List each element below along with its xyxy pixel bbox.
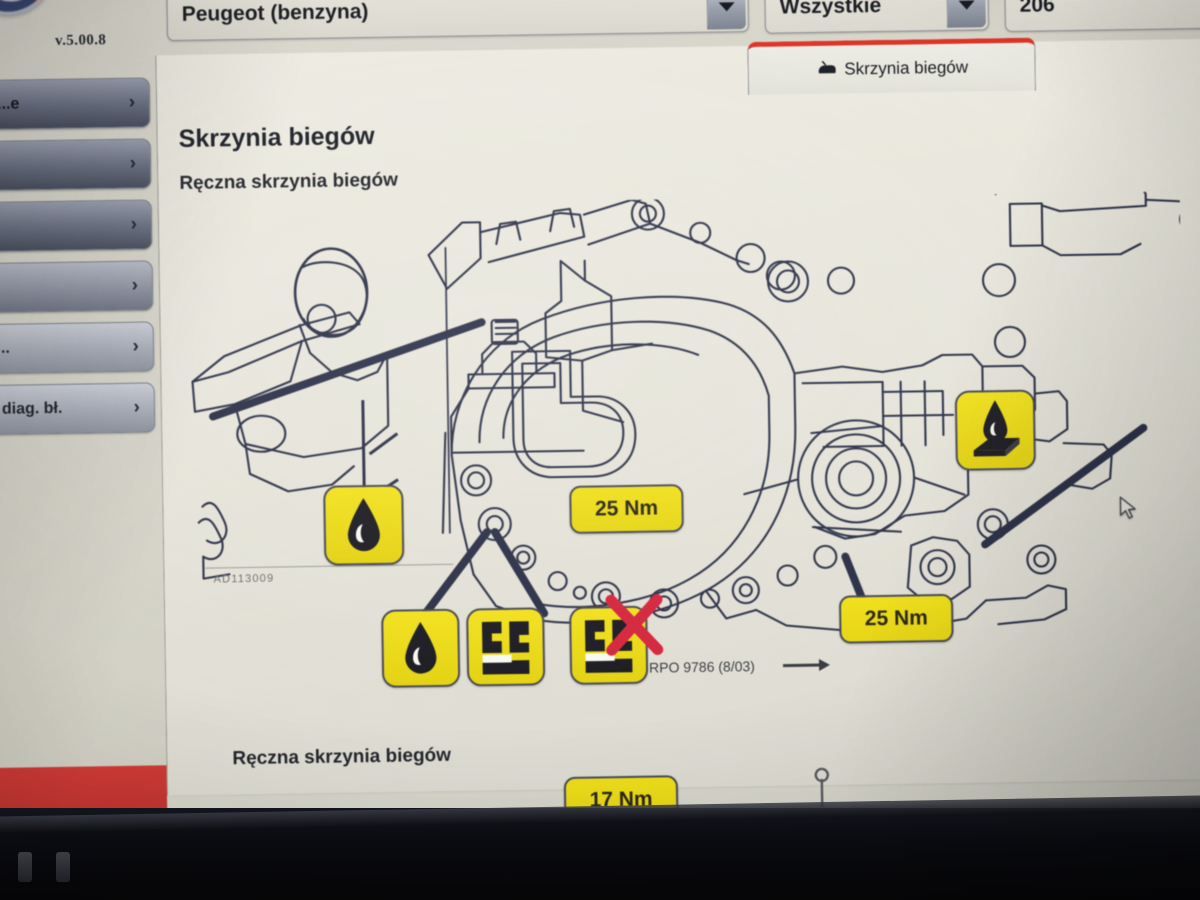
torque-badge-25nm-center: 25 Nm xyxy=(569,484,684,534)
oil-drop-tile-bottom xyxy=(381,608,461,688)
chevron-right-icon: › xyxy=(132,335,140,357)
oil-drop-icon xyxy=(347,498,380,552)
drawing-id-label: AD113009 xyxy=(213,572,275,586)
chevron-right-icon: › xyxy=(131,274,139,296)
oil-drop-on-surface-icon xyxy=(973,400,1020,457)
oil-drop-icon xyxy=(405,621,437,674)
monitor-screen: v.5.00.8 ...e › › › › .. › diag. bł. › P… xyxy=(0,0,1200,860)
page-subtitle: Ręczna skrzynia biegów xyxy=(179,169,399,194)
sidebar-item-diagnostics[interactable]: diag. bł. › xyxy=(0,382,156,437)
chevron-right-icon: › xyxy=(133,396,141,418)
tab-label: Skrzynia biegów xyxy=(844,57,969,79)
gearbox-technical-drawing xyxy=(180,191,1189,767)
torque-badge-25nm-right: 25 Nm xyxy=(838,593,954,644)
sidebar-item-label: .. xyxy=(0,339,10,357)
arrow-right-icon xyxy=(783,657,831,679)
vehicle-variant-select[interactable]: Wszystkie xyxy=(764,0,990,34)
vehicle-model-select[interactable]: 206 xyxy=(1004,0,1200,33)
chevron-right-icon: › xyxy=(128,91,136,113)
monitor-power-button[interactable] xyxy=(18,852,32,882)
sidebar-item-3[interactable]: › xyxy=(0,199,153,254)
chevron-down-icon[interactable] xyxy=(706,0,747,30)
sidebar-item-2[interactable]: › xyxy=(0,138,152,193)
vehicle-model-value: 206 xyxy=(1019,0,1055,17)
chevron-right-icon: › xyxy=(130,213,138,235)
gearbox-icon xyxy=(815,60,836,80)
sidebar-item-4[interactable]: › xyxy=(0,260,154,315)
app-version-label: v.5.00.8 xyxy=(54,32,107,49)
chevron-right-icon: › xyxy=(129,152,137,174)
vehicle-make-value: Peugeot (benzyna) xyxy=(181,0,369,26)
sidebar-item-label: ...e xyxy=(0,95,20,113)
seal-section-icon xyxy=(481,621,530,675)
forbidden-cross-icon xyxy=(601,591,668,658)
seal-section-tile-ok xyxy=(466,607,546,687)
sidebar-item-5[interactable]: .. › xyxy=(0,321,155,376)
sidebar-item-label: diag. bł. xyxy=(1,399,63,418)
oil-drop-tile-left xyxy=(323,484,405,566)
drawing-svg xyxy=(191,191,1189,632)
vehicle-variant-value: Wszystkie xyxy=(779,0,882,19)
tab-skrzynia-biegow[interactable]: Skrzynia biegów xyxy=(747,37,1037,96)
reference-note: RPO 9786 (8/03) xyxy=(648,658,755,676)
chevron-down-icon[interactable] xyxy=(946,0,987,28)
monitor-menu-button[interactable] xyxy=(56,852,70,882)
oil-drop-on-surface-tile-right xyxy=(954,389,1036,471)
page-title: Skrzynia biegów xyxy=(178,121,375,153)
sidebar-item-1[interactable]: ...e › xyxy=(0,77,151,132)
footer-title: Ręczna skrzynia biegów xyxy=(232,744,452,770)
mouse-cursor xyxy=(1118,496,1138,527)
